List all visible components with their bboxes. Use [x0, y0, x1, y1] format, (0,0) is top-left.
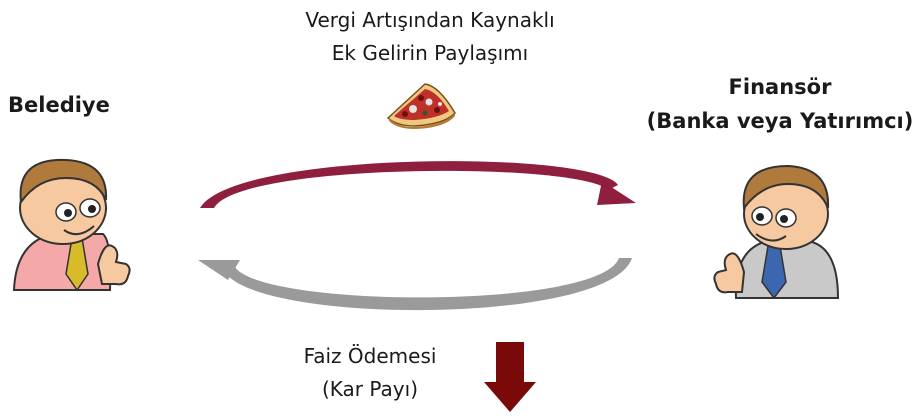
- financier-person-icon: [713, 164, 840, 300]
- financier-label-line2: (Banka veya Yatırımcı): [646, 109, 914, 133]
- top-curved-arrow: [200, 161, 636, 208]
- top-caption-line1: Vergi Artışından Kaynaklı: [305, 8, 555, 32]
- top-caption-line2: Ek Gelirin Paylaşımı: [331, 41, 529, 65]
- bottom-caption-line2: (Kar Payı): [321, 377, 418, 401]
- municipality-person-icon: [12, 158, 131, 292]
- financier-label-line1: Finansör: [728, 75, 832, 99]
- bottom-curved-arrow: [198, 258, 632, 311]
- bottom-caption: Faiz Ödemesi (Kar Payı): [270, 340, 470, 406]
- municipality-label: Belediye: [8, 93, 110, 117]
- bottom-caption-line1: Faiz Ödemesi: [303, 344, 437, 368]
- financier-label: Finansör (Banka veya Yatırımcı): [640, 70, 920, 138]
- down-arrow-icon: [484, 342, 536, 412]
- top-caption: Vergi Artışından Kaynaklı Ek Gelirin Pay…: [230, 4, 630, 70]
- pizza-slice-icon: [386, 83, 456, 129]
